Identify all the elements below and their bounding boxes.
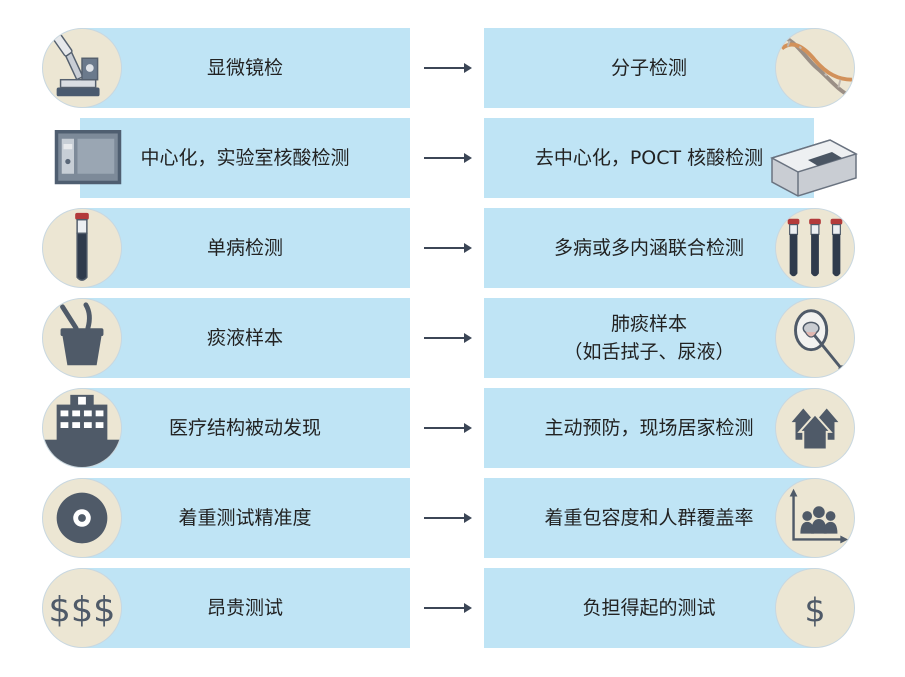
arrow-4 (424, 332, 472, 344)
houses-icon (775, 388, 855, 468)
arrow-5 (424, 422, 472, 434)
row-6: 着重测试精准度 着重包容度和人群覆盖率 (0, 478, 905, 558)
svg-text:$$$: $$$ (49, 590, 116, 631)
right-box-3: 多病或多内涵联合检测 (484, 208, 814, 288)
arrow-6 (424, 512, 472, 524)
dna-icon (775, 28, 855, 108)
arrow-3 (424, 242, 472, 254)
left-label-2: 中心化，实验室核酸检测 (140, 147, 350, 169)
tongue-swab-icon (775, 298, 855, 378)
right-box-1: 分子检测 (484, 28, 814, 108)
row-4: 痰液样本 肺痰样本 （如舌拭子、尿液） (0, 298, 905, 378)
right-box-6: 着重包容度和人群覆盖率 (484, 478, 814, 558)
right-box-7: 负担得起的测试 (484, 568, 814, 648)
left-label-4: 痰液样本 (206, 327, 283, 349)
arrow-2 (424, 152, 472, 164)
right-box-2: 去中心化，POCT 核酸检测 (484, 118, 814, 198)
row-7: 昂贵测试 $$$ 负担得起的测试 $ (0, 568, 905, 648)
dollar-icon: $ (775, 568, 855, 648)
left-label-5: 医疗结构被动发现 (168, 417, 321, 439)
left-label-7: 昂贵测试 (206, 597, 283, 619)
triple-dollar-icon: $$$ (42, 568, 122, 648)
lab-analyzer-icon (42, 118, 122, 198)
left-box-4: 痰液样本 (80, 298, 410, 378)
portable-device-icon (768, 118, 858, 198)
left-box-5: 医疗结构被动发现 (80, 388, 410, 468)
right-label-7: 负担得起的测试 (582, 597, 716, 619)
right-label-1: 分子检测 (610, 57, 687, 79)
left-box-3: 单病检测 (80, 208, 410, 288)
row-5: 医疗结构被动发现 主动预防，现场居家检测 (0, 388, 905, 468)
row-3: 单病检测 多病或多内涵联合检测 (0, 208, 905, 288)
left-box-2: 中心化，实验室核酸检测 (80, 118, 410, 198)
right-box-5: 主动预防，现场居家检测 (484, 388, 814, 468)
right-label-4-line-2: （如舌拭子、尿液） (563, 341, 735, 363)
arrow-1 (424, 62, 472, 74)
svg-text:$: $ (804, 591, 825, 630)
population-chart-icon (775, 478, 855, 558)
target-disc-icon (42, 478, 122, 558)
left-box-1: 显微镜检 (80, 28, 410, 108)
hospital-icon (42, 388, 122, 468)
row-1: 显微镜检 分子检测 (0, 28, 905, 108)
right-label-6: 着重包容度和人群覆盖率 (544, 507, 754, 529)
right-box-4: 肺痰样本 （如舌拭子、尿液） (484, 298, 814, 378)
left-label-1: 显微镜检 (206, 57, 283, 79)
right-label-2: 去中心化，POCT 核酸检测 (534, 147, 764, 169)
arrow-7 (424, 602, 472, 614)
sputum-cup-icon (42, 298, 122, 378)
left-box-6: 着重测试精准度 (80, 478, 410, 558)
right-label-3: 多病或多内涵联合检测 (553, 237, 744, 259)
right-label-4-line-1: 肺痰样本 (610, 313, 687, 335)
right-label-5: 主动预防，现场居家检测 (544, 417, 754, 439)
test-tube-icon (42, 208, 122, 288)
left-label-3: 单病检测 (206, 237, 283, 259)
left-label-6: 着重测试精准度 (178, 507, 312, 529)
left-box-7: 昂贵测试 (80, 568, 410, 648)
row-2: 中心化，实验室核酸检测 去中心化，POCT 核酸检测 (0, 118, 905, 198)
microscope-icon (42, 28, 122, 108)
multiple-test-tubes-icon (775, 208, 855, 288)
